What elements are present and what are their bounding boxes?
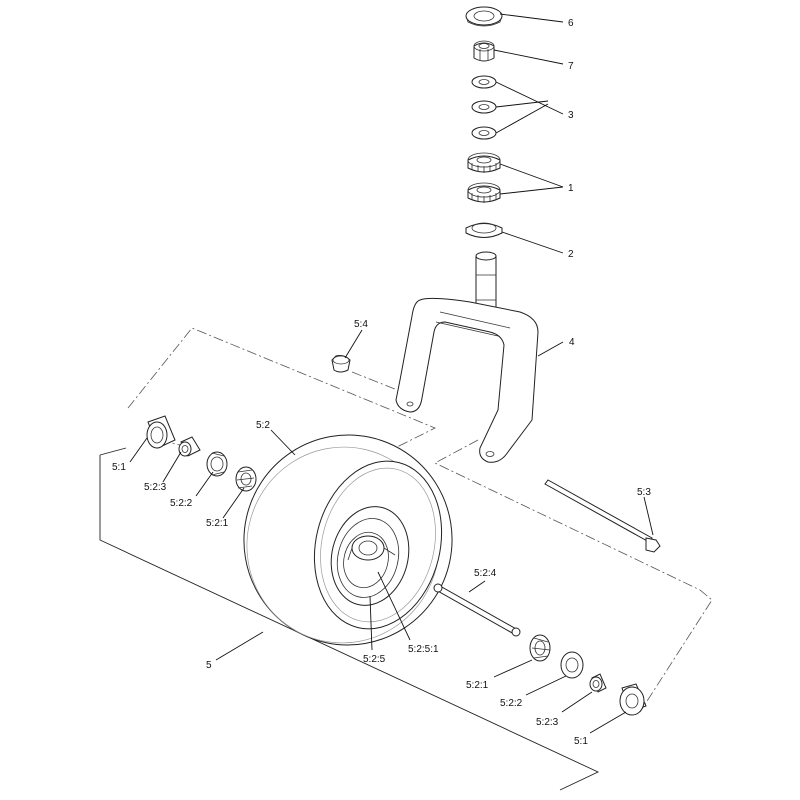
callout-5-2-1-left: 5:2:1	[206, 518, 229, 529]
part-6-seal-cap	[465, 6, 503, 27]
part-5-2-3-left-spacer	[178, 436, 201, 457]
part-5-2-4-spacer-tube	[433, 583, 521, 637]
part-5-1-right-cap	[619, 683, 647, 716]
callout-6: 6	[568, 18, 574, 29]
callout-4: 4	[569, 337, 575, 348]
callout-5-1-left: 5:1	[112, 462, 126, 473]
callout-5-2-2-left: 5:2:2	[170, 498, 193, 509]
part-5-4-nut	[331, 355, 351, 373]
left-hardware	[146, 415, 257, 492]
part-5-2-1-left-bearing	[235, 466, 257, 492]
callout-7: 7	[568, 61, 574, 72]
callout-5: 5	[206, 660, 212, 671]
callout-5-3: 5:3	[637, 487, 651, 498]
callout-5-1-right: 5:1	[574, 736, 588, 747]
callout-labels: 6 7 3 1 2 4 5:4 5:3 5:2 5:1 5:2:3 5:2:2 …	[112, 18, 651, 747]
leader-lines	[129, 13, 654, 734]
part-3-washers	[471, 75, 497, 140]
callout-5-2-4: 5:2:4	[474, 568, 497, 579]
part-5-3-axle-bolt	[544, 479, 661, 553]
part-1-bearings	[467, 152, 501, 203]
right-hardware	[433, 583, 647, 716]
callout-3: 3	[568, 110, 574, 121]
callout-5-2-3-left: 5:2:3	[144, 482, 167, 493]
part-4-caster-fork	[395, 251, 539, 463]
part-5-2-3-right-spacer	[589, 673, 607, 693]
part-5-2-2-right-cup	[560, 651, 584, 679]
callout-5-2-2-right: 5:2:2	[500, 698, 523, 709]
callout-5-2: 5:2	[256, 420, 270, 431]
part-7-lock-nut	[473, 40, 495, 62]
part-5-2-2-left-cup	[206, 451, 228, 477]
callout-5-2-5-1: 5:2:5:1	[408, 644, 439, 655]
callout-1: 1	[568, 183, 574, 194]
part-5-2-1-right-bearing	[529, 634, 551, 662]
callout-5-4: 5:4	[354, 319, 368, 330]
part-5-1-left-cap	[146, 415, 176, 449]
callout-5-2-5: 5:2:5	[363, 654, 386, 665]
part-5-wheel	[243, 434, 453, 646]
callout-5-2-3-right: 5:2:3	[536, 717, 559, 728]
callout-2: 2	[568, 249, 574, 260]
assembly-bracket-5	[99, 447, 600, 791]
callout-5-2-1-right: 5:2:1	[466, 680, 489, 691]
part-2-bearing-cup	[465, 222, 503, 238]
